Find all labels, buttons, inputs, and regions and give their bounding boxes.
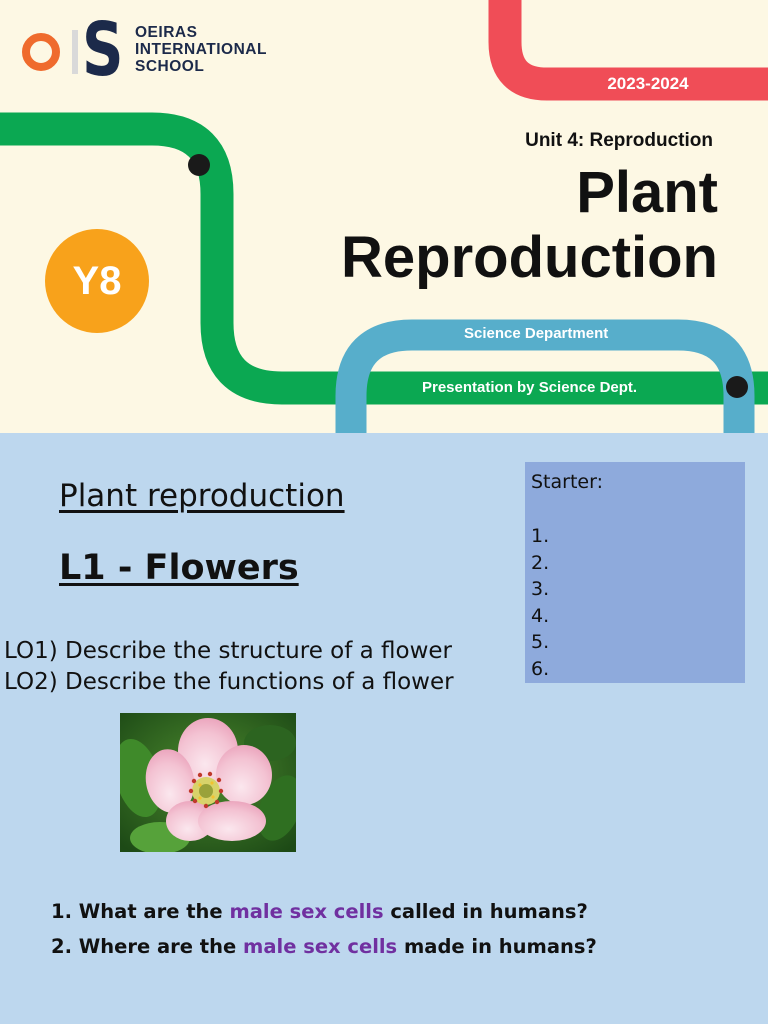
department-label: Science Department	[464, 325, 609, 342]
cover-title-line: Reproduction	[341, 225, 718, 290]
logo-line: OEIRAS	[135, 24, 198, 41]
starter-item: 4.	[531, 604, 550, 627]
learning-objective: LO1) Describe the structure of a flower	[4, 638, 453, 664]
starter-item: 3.	[531, 578, 550, 601]
highlighted-term: male sex cells	[229, 900, 384, 923]
logo-line: SCHOOL	[135, 58, 205, 75]
highlighted-term: male sex cells	[243, 935, 398, 958]
logo-wordmark: OEIRAS INTERNATIONAL SCHOOL	[135, 24, 267, 75]
school-year: 2023-2024	[607, 74, 689, 93]
starter-box: Starter: 1. 2. 3. 4. 5. 6.	[525, 462, 745, 683]
starter-item: 5.	[531, 631, 550, 654]
starter-item: 2.	[531, 551, 550, 574]
track-lines-graphic	[0, 0, 768, 433]
starter-title: Starter:	[531, 471, 603, 493]
red-track-line	[488, 0, 768, 101]
cover-title: Plant Reproduction	[341, 160, 718, 290]
logo-mark-o	[22, 33, 60, 71]
presenter-label: Presentation by Science Dept.	[422, 379, 638, 396]
green-track-line	[0, 112, 768, 405]
school-logo: S OEIRAS INTERNATIONAL SCHOOL	[20, 10, 280, 90]
learning-objective: LO2) Describe the functions of a flower	[4, 669, 454, 695]
unit-label: Unit 4: Reproduction	[525, 130, 713, 151]
cover-title-line: Plant	[576, 160, 718, 225]
question-item: 2. Where are the male sex cells made in …	[51, 935, 597, 958]
starter-questions: 1. What are the male sex cells called in…	[51, 898, 731, 968]
question-item: 1. What are the male sex cells called in…	[51, 900, 588, 923]
lesson-heading: Plant reproduction	[59, 478, 345, 514]
logo-mark-bar	[72, 30, 78, 74]
lesson-title: L1 - Flowers	[59, 548, 299, 588]
blue-track-line	[335, 319, 755, 433]
year-group-badge: Y8	[45, 229, 149, 333]
station-dot	[188, 154, 210, 176]
learning-objectives: LO1) Describe the structure of a flower …	[4, 636, 454, 698]
starter-item: 1.	[531, 525, 550, 547]
starter-item: 6.	[531, 657, 550, 680]
station-dot	[726, 376, 748, 398]
cover-banner: S OEIRAS INTERNATIONAL SCHOOL 2023-2024 …	[0, 0, 768, 433]
flower-photo	[120, 713, 296, 852]
logo-line: INTERNATIONAL	[135, 41, 267, 58]
logo-mark-s: S	[82, 7, 124, 93]
